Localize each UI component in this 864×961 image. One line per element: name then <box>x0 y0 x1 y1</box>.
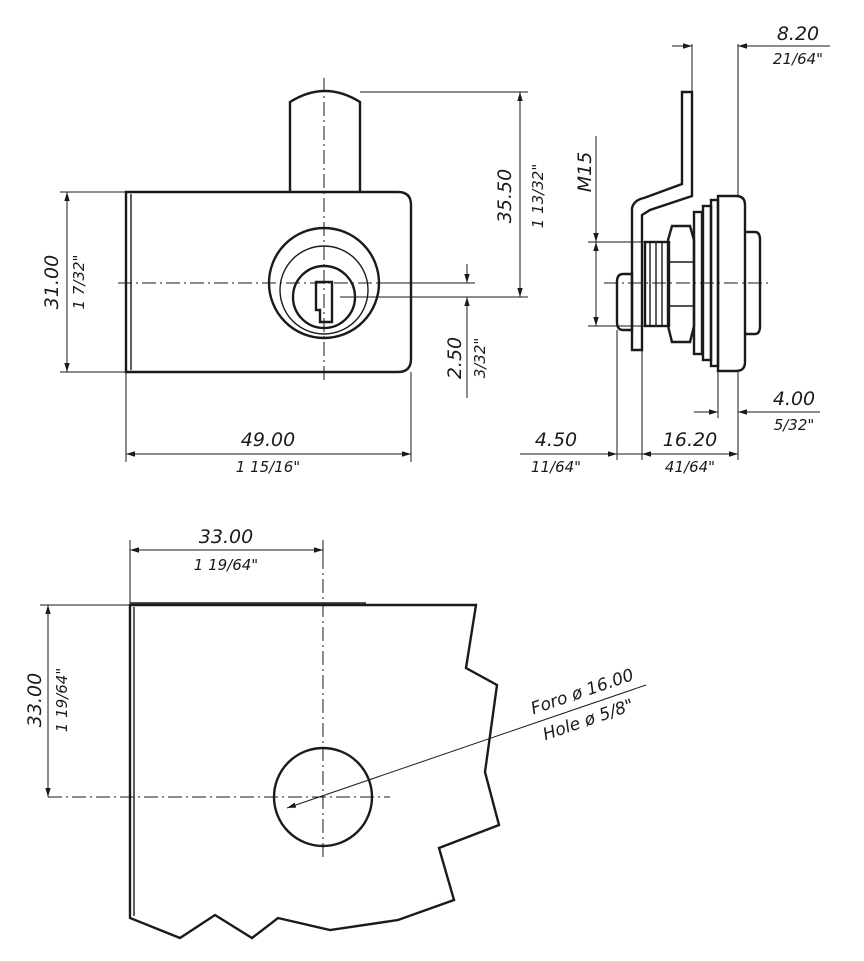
dim-mid-mm: 16.20 <box>663 429 717 451</box>
dim-bottom-right-in: 5/32" <box>774 416 815 434</box>
dim-left-in: 11/64" <box>531 458 581 476</box>
dim-width-mm: 49.00 <box>241 429 295 451</box>
dim-height-mm: 31.00 <box>41 255 63 309</box>
nut <box>666 224 696 344</box>
panel-outline <box>128 603 501 940</box>
dim-bottom-right-mm: 4.00 <box>773 388 815 410</box>
dim-total-height-in: 1 13/32" <box>529 164 547 228</box>
dim-cutout-width-mm: 33.00 <box>199 526 253 548</box>
dim-mid-in: 41/64" <box>665 458 715 476</box>
threaded-stud <box>643 240 671 328</box>
strike-plate <box>630 90 694 352</box>
dim-cutout-height-in: 1 19/64" <box>53 668 71 732</box>
dim-offset-in: 3/32" <box>471 338 489 379</box>
dim-height-in: 1 7/32" <box>70 255 88 310</box>
keyway-icon <box>314 280 334 324</box>
cutout-view: 33.00 1 19/64" 33.00 1 19/64" Foro ø 16.… <box>24 526 647 940</box>
bolt-outline <box>288 89 362 192</box>
dim-cutout-height-mm: 33.00 <box>24 673 46 727</box>
lock-face <box>716 194 747 373</box>
side-view: 8.20 21/64" M15 4.00 5/32" 4.50 11/64" 1… <box>520 23 830 476</box>
hole-leader-shelf <box>531 684 647 725</box>
dim-offset-mm: 2.50 <box>444 337 466 379</box>
front-view: 35.50 1 13/32" 31.00 1 7/32" 49.00 1 15/… <box>41 78 547 476</box>
hole-leader <box>286 723 533 809</box>
lock-body <box>124 190 413 374</box>
dim-top-mm: 8.20 <box>777 23 819 45</box>
dim-left-mm: 4.50 <box>535 429 577 451</box>
dim-width-in: 1 15/16" <box>236 458 300 476</box>
cam-tip <box>615 272 634 332</box>
dim-cutout-width-in: 1 19/64" <box>194 556 258 574</box>
dim-top-in: 21/64" <box>773 50 823 68</box>
dim-total-height-mm: 35.50 <box>494 169 516 223</box>
dim-thread: M15 <box>574 152 596 193</box>
